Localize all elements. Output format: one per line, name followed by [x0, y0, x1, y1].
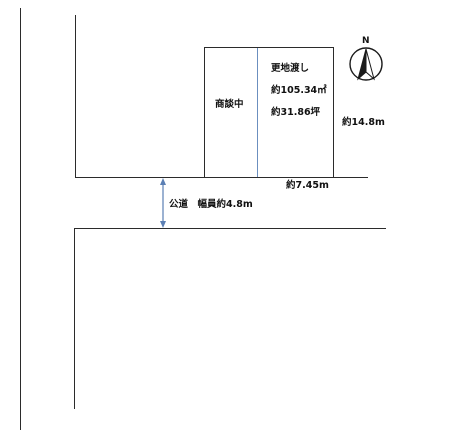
lot-area-sqm: 約105.34㎡ [271, 85, 327, 96]
north-arrow-icon [349, 47, 383, 81]
double-headed-arrow-icon [160, 178, 166, 228]
negotiating-label: 商談中 [215, 99, 244, 110]
lot-area-tsubo: 約31.86坪 [271, 107, 321, 118]
road-label: 公道 幅員約4.8m [169, 199, 253, 210]
depth-dimension: 約14.8m [342, 117, 385, 128]
lots-outline [204, 47, 334, 178]
compass-letter: N [362, 36, 370, 46]
sale-condition: 更地渡し [271, 63, 310, 74]
frontage-dimension: 約7.45m [286, 180, 329, 191]
